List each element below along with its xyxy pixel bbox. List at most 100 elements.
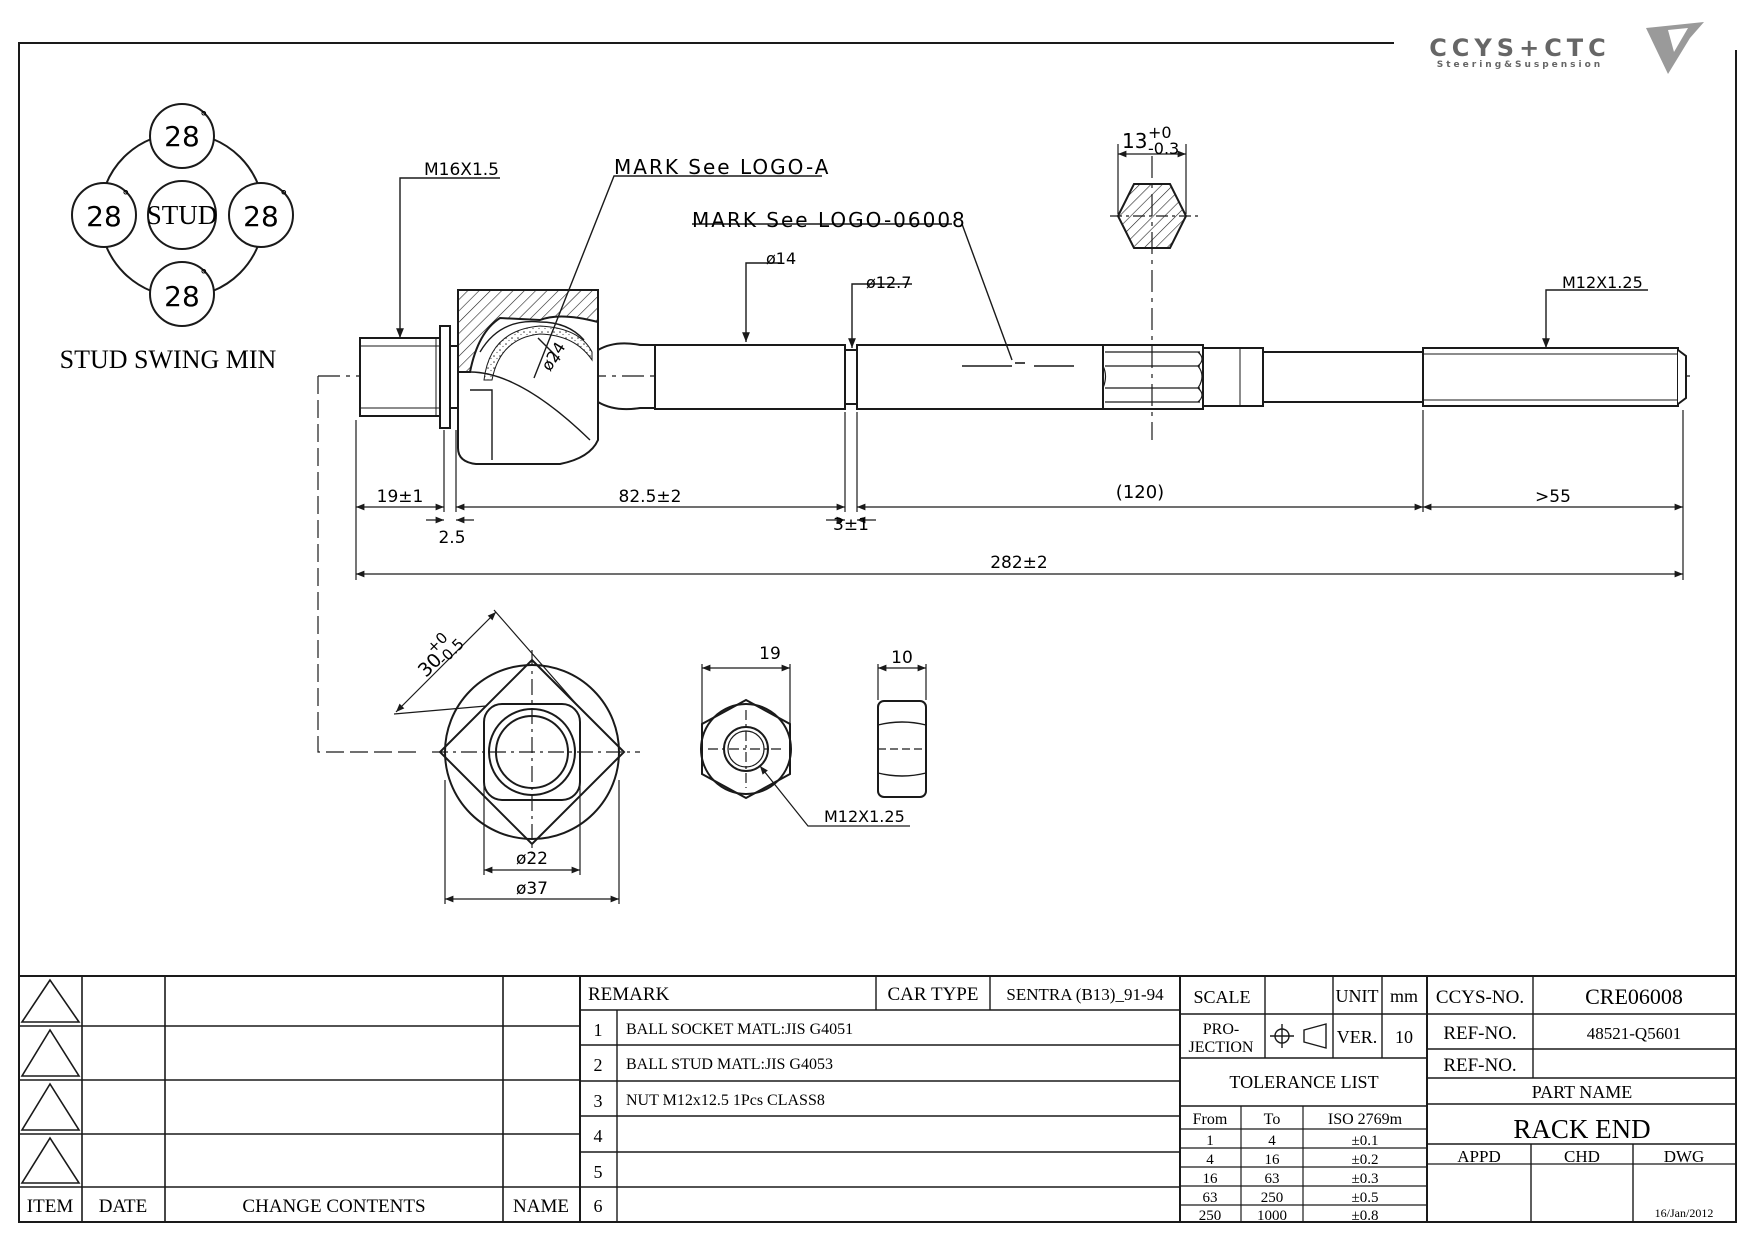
- dim-120: (120): [1116, 482, 1164, 503]
- revision-triangle-icon: [20, 1082, 81, 1131]
- dim-2-5: 2.5: [438, 528, 465, 548]
- degree-mark-right: °: [280, 187, 288, 205]
- projection-label-2: JECTION: [1189, 1039, 1254, 1056]
- thread-left-callout: M16X1.5: [424, 160, 499, 180]
- tol-cell: 1000: [1257, 1208, 1287, 1224]
- mark-logo-06008-callout: MARK See LOGO-06008: [692, 208, 967, 232]
- mark-logo-a-callout: MARK See LOGO-A: [614, 155, 830, 179]
- projection-label-1: PRO-: [1203, 1021, 1239, 1038]
- dim-55: >55: [1535, 487, 1571, 507]
- tol-cell: ±0.1: [1352, 1133, 1379, 1149]
- swing-angle-bottom: 28: [164, 280, 200, 313]
- dim-3: 3±1: [833, 515, 869, 535]
- brand-logo: CCYS+CTC Steering&Suspension: [1429, 22, 1704, 74]
- unit-value: mm: [1390, 986, 1418, 1006]
- swing-angle-left: 28: [86, 200, 122, 233]
- socket-end-view: [393, 609, 640, 904]
- remark-row-no: 5: [594, 1162, 603, 1182]
- part-name-value: RACK END: [1513, 1114, 1650, 1144]
- tol-cell: 63: [1265, 1171, 1280, 1187]
- revision-triangle-icon: [20, 1136, 81, 1184]
- dim-19: 19±1: [377, 487, 424, 507]
- nut-side-view: [877, 664, 927, 798]
- rev-header-item: ITEM: [27, 1196, 74, 1217]
- tolerance-table: From To ISO 2769m 1 4 ±0.1 4 16 ±0.2 16 …: [1193, 1111, 1403, 1224]
- swing-angle-top: 28: [164, 120, 200, 153]
- callout-leaders: [396, 175, 1648, 379]
- degree-mark-bottom: °: [200, 266, 208, 284]
- title-block-grid: [19, 975, 1736, 1222]
- remark-row-no: 6: [594, 1196, 603, 1216]
- hex-tol-upper: +0: [1148, 123, 1172, 142]
- thread-right-callout: M12X1.25: [1562, 273, 1643, 292]
- remark-row-no: 1: [594, 1020, 603, 1040]
- tol-cell: 63: [1203, 1190, 1218, 1206]
- stud-swing-caption: STUD SWING MIN: [60, 345, 277, 374]
- chd-label: CHD: [1564, 1147, 1600, 1166]
- tol-cell: ±0.3: [1352, 1171, 1379, 1187]
- tol-header-to: To: [1264, 1111, 1281, 1128]
- swing-angle-right: 28: [243, 200, 279, 233]
- end-view-dia22: ø22: [516, 849, 548, 869]
- tol-header-from: From: [1193, 1111, 1228, 1128]
- rev-header-name: NAME: [513, 1196, 569, 1217]
- ccys-no-label: CCYS-NO.: [1436, 987, 1524, 1008]
- tol-cell: ±0.5: [1352, 1190, 1379, 1206]
- part-name-label: PART NAME: [1532, 1082, 1632, 1102]
- remark-row-no: 4: [594, 1126, 603, 1146]
- degree-mark-left: °: [122, 187, 130, 205]
- stud-swing-diagram: STUD 28 28 28 28 ° ° ° ° STUD SWING MIN: [60, 103, 294, 374]
- tol-cell: ±0.2: [1352, 1152, 1379, 1168]
- remark-row-text: BALL SOCKET MATL:JIS G4051: [626, 1021, 853, 1038]
- hex-width-dim: 13: [1122, 129, 1147, 153]
- remark-header: REMARK: [588, 984, 670, 1005]
- remark-row-text: NUT M12x12.5 1Pcs CLASS8: [626, 1092, 825, 1109]
- nut-thread-callout: M12X1.25: [824, 807, 905, 826]
- remark-row-no: 2: [594, 1055, 603, 1075]
- revision-triangle-icon: [20, 978, 81, 1023]
- scale-label: SCALE: [1193, 987, 1250, 1007]
- dim-82-5: 82.5±2: [619, 487, 682, 507]
- car-type-label: CAR TYPE: [888, 984, 979, 1005]
- nut-thickness-dim: 10: [891, 648, 913, 668]
- remark-row-no: 3: [594, 1091, 603, 1111]
- tol-header-iso: ISO 2769m: [1328, 1111, 1403, 1128]
- hex-tol-lower: -0.3: [1148, 139, 1179, 158]
- nut-front-view: [700, 664, 910, 827]
- tol-cell: 16: [1203, 1171, 1219, 1187]
- length-dimensions: [317, 376, 1684, 753]
- tol-cell: ±0.8: [1352, 1208, 1379, 1224]
- dia14-callout: ø14: [766, 249, 796, 268]
- revision-triangle-icon: [20, 1028, 81, 1077]
- third-angle-projection-icon: [1270, 1023, 1327, 1049]
- ver-label: VER.: [1337, 1027, 1378, 1047]
- tol-cell: 250: [1261, 1190, 1284, 1206]
- hex-section-view: [1110, 144, 1198, 440]
- stud-label: STUD: [147, 200, 218, 230]
- dwg-label: DWG: [1664, 1147, 1705, 1166]
- rack-end-side-view: [318, 289, 1690, 465]
- dia12-7-callout: ø12.7: [866, 273, 911, 292]
- remark-row-text: BALL STUD MATL:JIS G4053: [626, 1056, 833, 1073]
- appd-label: APPD: [1457, 1147, 1500, 1166]
- car-type-value: SENTRA (B13)_91-94: [1006, 985, 1164, 1004]
- rev-header-change: CHANGE CONTENTS: [242, 1196, 425, 1217]
- nut-width-dim: 19: [759, 644, 781, 664]
- sheet-border: [18, 42, 1737, 1223]
- unit-label: UNIT: [1336, 986, 1379, 1006]
- ref-no-label-1: REF-NO.: [1443, 1023, 1516, 1044]
- dim-282: 282±2: [990, 553, 1048, 573]
- tolerance-title: TOLERANCE LIST: [1229, 1072, 1378, 1092]
- ccys-no-value: CRE06008: [1585, 984, 1683, 1009]
- degree-mark-top: °: [200, 108, 208, 126]
- remark-rows: 1 BALL SOCKET MATL:JIS G4051 2 BALL STUD…: [594, 1020, 854, 1216]
- tol-cell: 4: [1206, 1152, 1214, 1168]
- rev-header-date: DATE: [99, 1196, 148, 1217]
- brand-tagline: Steering&Suspension: [1437, 60, 1603, 70]
- tol-cell: 250: [1199, 1208, 1222, 1224]
- ref-no-value-1: 48521-Q5601: [1587, 1024, 1681, 1043]
- brand-name: CCYS+CTC: [1429, 34, 1611, 62]
- tol-cell: 16: [1265, 1152, 1281, 1168]
- tol-cell: 4: [1268, 1133, 1276, 1149]
